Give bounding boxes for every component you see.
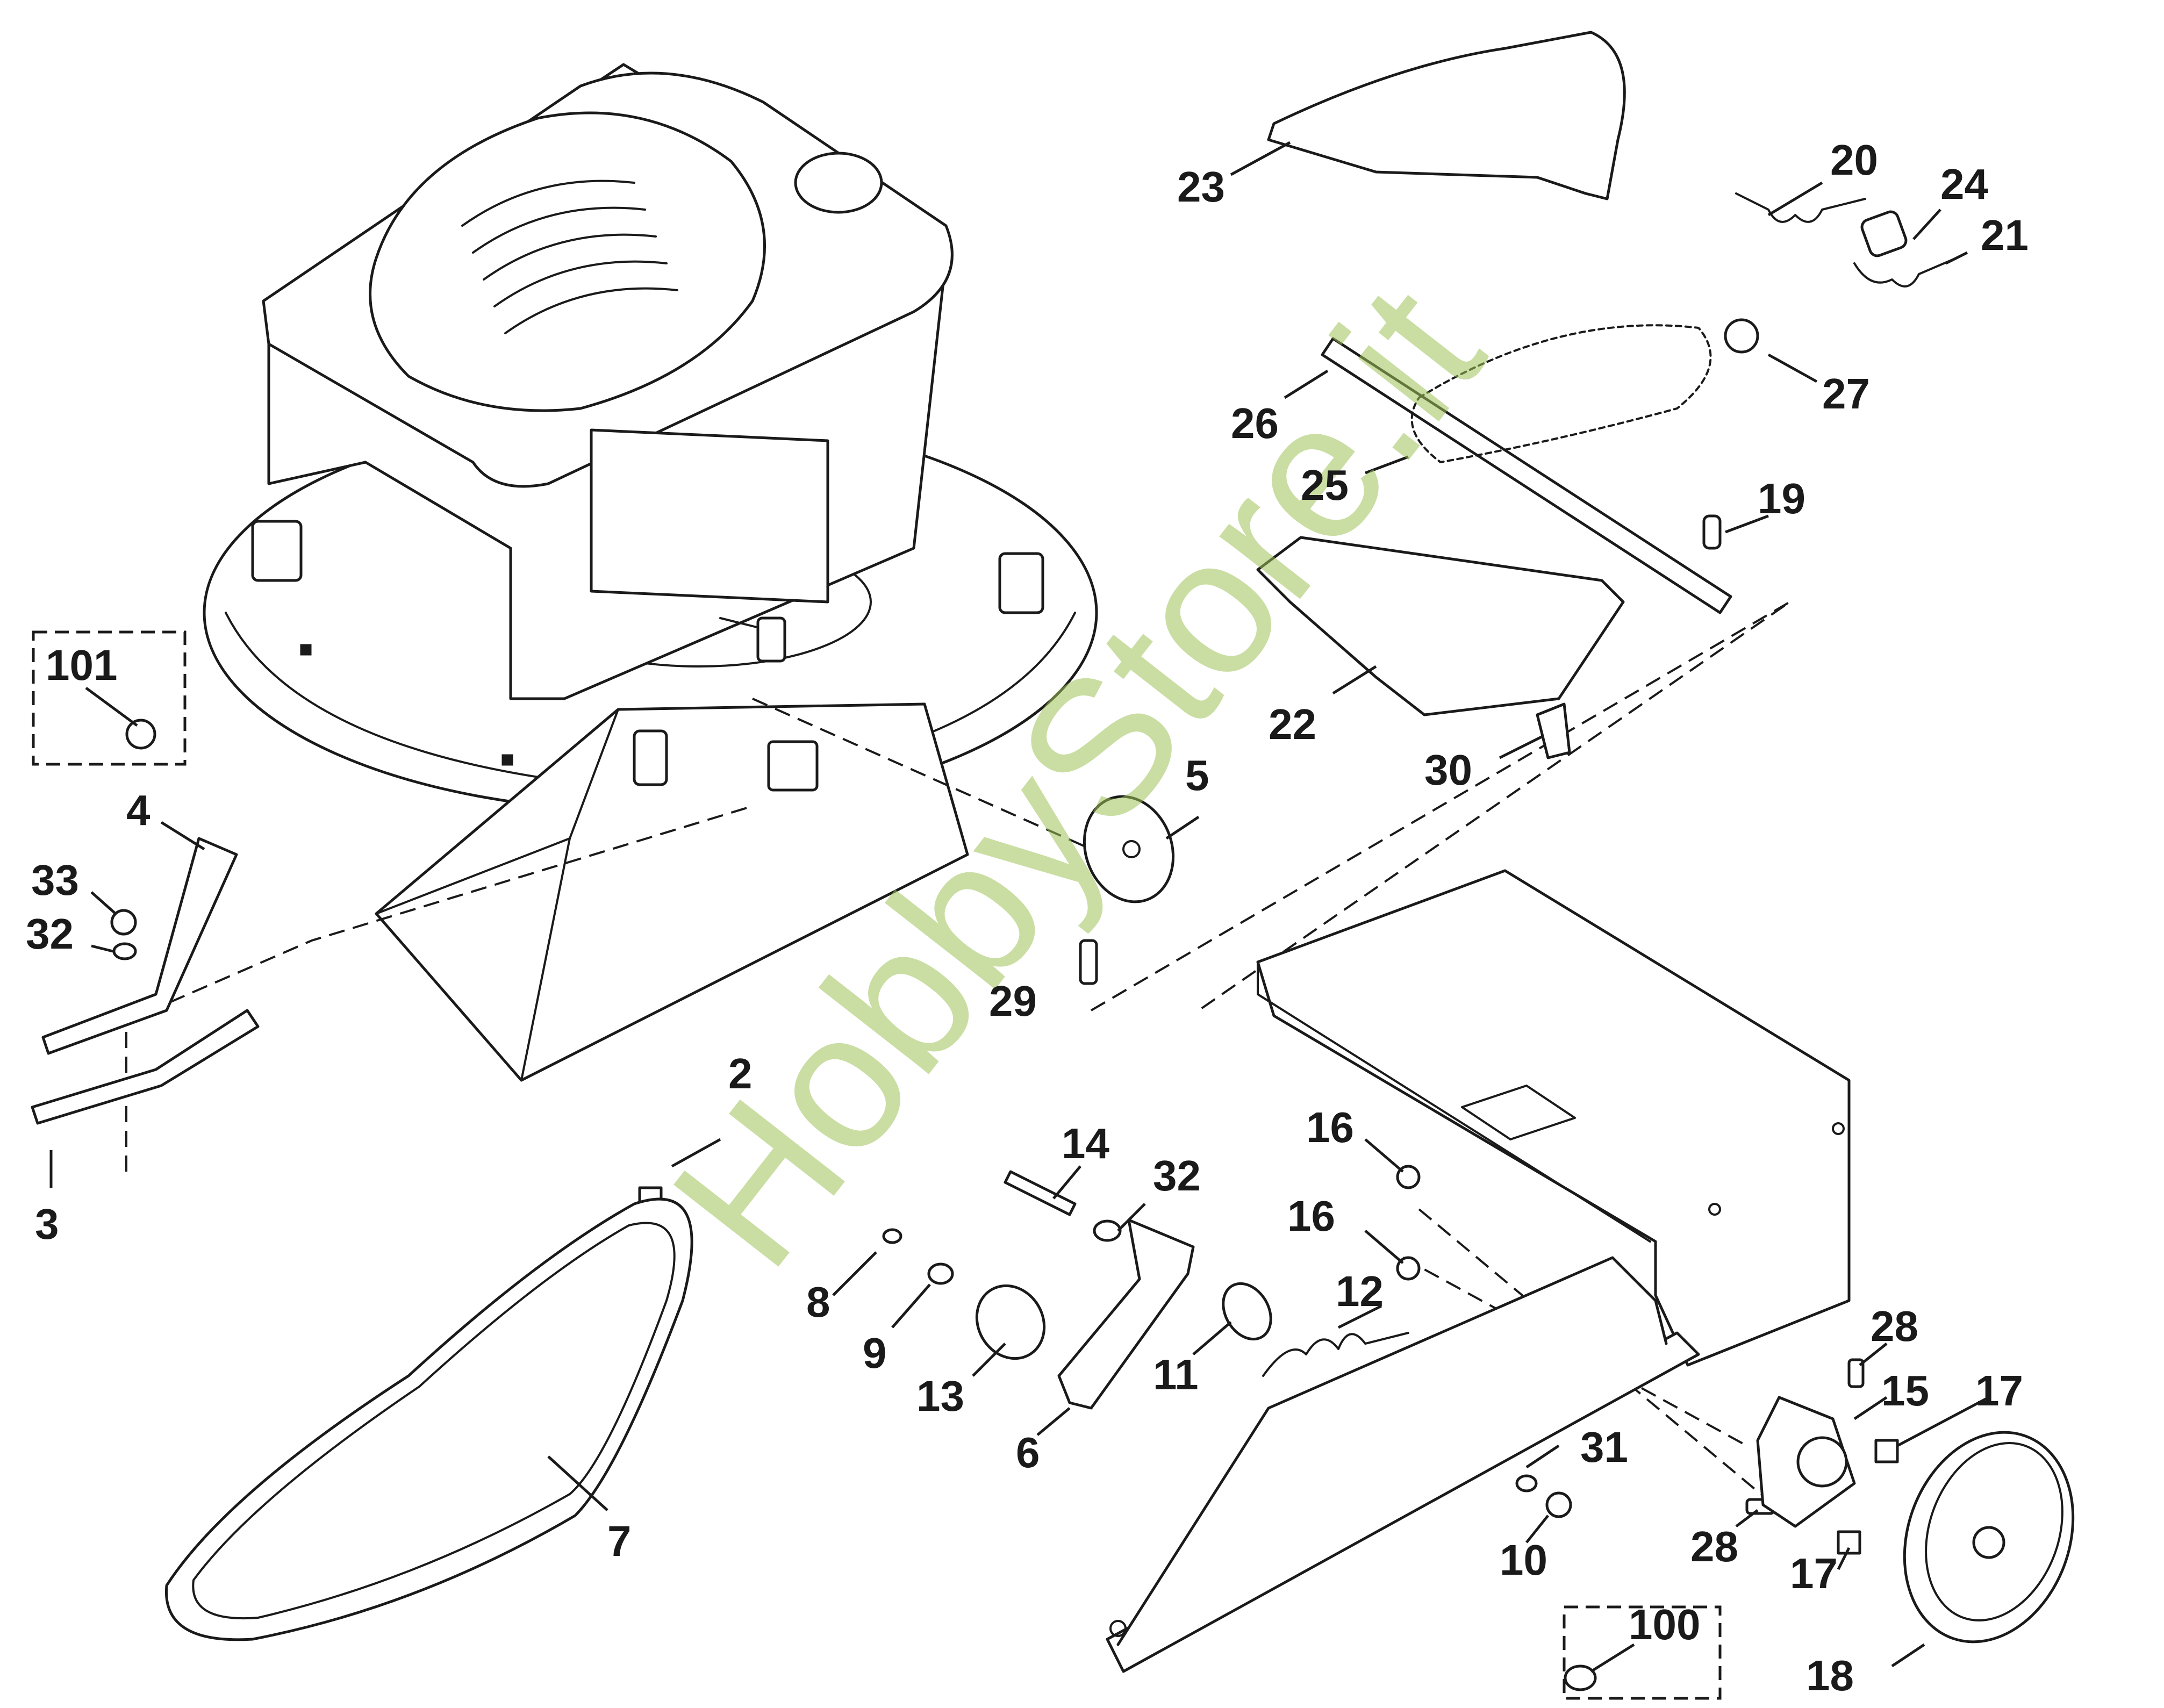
label-part-20: 20	[1830, 136, 1878, 184]
part-labels: 23 20 24 21 27 26 25 19 22 30 101 4 33 3…	[26, 136, 2029, 1699]
label-part-21: 21	[1981, 211, 2029, 259]
discharge-chute	[375, 702, 969, 1082]
label-part-18: 18	[1806, 1652, 1854, 1699]
label-part-100: 100	[1629, 1601, 1700, 1648]
label-part-4: 4	[126, 786, 151, 834]
label-part-3: 3	[35, 1200, 59, 1248]
label-part-5: 5	[1185, 751, 1209, 799]
label-part-14: 14	[1062, 1119, 1109, 1167]
label-part-11: 11	[1153, 1351, 1199, 1398]
label-part-101: 101	[46, 641, 117, 689]
label-part-32b: 32	[1153, 1152, 1201, 1200]
label-part-15: 15	[1881, 1367, 1929, 1415]
frame-bracket	[1106, 869, 1851, 1673]
option-box-101	[32, 630, 187, 766]
engine	[262, 63, 954, 700]
label-part-30: 30	[1424, 746, 1472, 794]
leader-lines	[49, 141, 1990, 1673]
label-part-23: 23	[1177, 163, 1225, 211]
part-shapes	[31, 31, 2075, 1691]
label-part-2: 2	[728, 1050, 753, 1097]
label-part-9: 9	[863, 1329, 887, 1377]
label-part-8: 8	[806, 1278, 830, 1326]
label-part-13: 13	[916, 1372, 964, 1420]
label-part-27: 27	[1822, 370, 1870, 418]
label-part-16a: 16	[1306, 1103, 1354, 1151]
label-part-28b: 28	[1690, 1523, 1738, 1570]
label-part-32a: 32	[26, 910, 74, 958]
label-part-29: 29	[989, 977, 1037, 1025]
label-part-24: 24	[1940, 160, 1988, 208]
label-part-10: 10	[1500, 1536, 1547, 1584]
label-part-7: 7	[607, 1517, 632, 1565]
label-part-17a: 17	[1975, 1367, 2023, 1415]
label-part-28a: 28	[1871, 1302, 1918, 1350]
label-part-6: 6	[1016, 1429, 1040, 1476]
label-part-33: 33	[31, 856, 79, 904]
option-box-100	[1563, 1605, 1722, 1700]
label-part-19: 19	[1758, 475, 1805, 522]
label-part-12: 12	[1336, 1267, 1384, 1315]
label-part-22: 22	[1269, 700, 1316, 748]
label-part-17b: 17	[1790, 1549, 1838, 1597]
label-part-31: 31	[1580, 1423, 1628, 1471]
label-part-26: 26	[1231, 399, 1279, 447]
label-part-16b: 16	[1287, 1192, 1335, 1240]
label-part-25: 25	[1301, 461, 1349, 509]
